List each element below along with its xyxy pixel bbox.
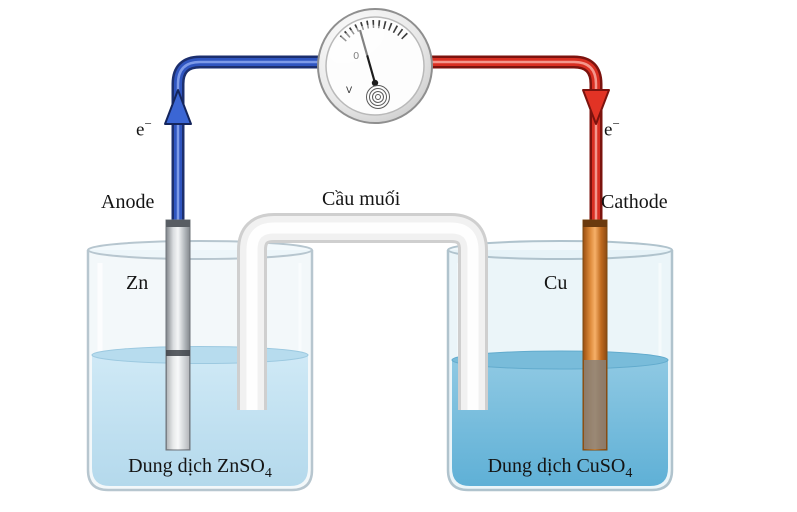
cathode-label: Cathode xyxy=(601,191,668,213)
electron-base-right: e xyxy=(604,119,613,141)
salt-bridge-label: Cầu muối xyxy=(322,188,401,210)
electron-flow-down-arrow xyxy=(582,89,610,125)
anode-wire xyxy=(171,55,332,240)
electron-label-right: e− xyxy=(604,116,620,141)
electron-label-left: e− xyxy=(136,116,152,141)
zinc-metal-label: Zn xyxy=(126,272,149,294)
galvanometer-unit-label: V xyxy=(346,86,353,96)
galvanometer: 0 V xyxy=(317,8,433,124)
cathode-wire xyxy=(422,55,603,240)
galvanometer-coil-icon xyxy=(366,85,390,109)
solution-label-left: Dung dịch ZnSO4 xyxy=(88,455,312,482)
solution-right-subscript: 4 xyxy=(625,466,633,481)
galvanometer-pivot xyxy=(371,79,379,87)
cuso4-solution xyxy=(451,350,669,486)
galvanometer-needle xyxy=(358,29,377,84)
solution-left-subscript: 4 xyxy=(264,466,272,481)
electron-flow-up-arrow xyxy=(164,89,192,125)
solution-right-text: Dung dịch CuSO xyxy=(487,455,626,477)
zinc-electrode xyxy=(165,219,191,451)
galvanometer-dial xyxy=(325,16,425,116)
electron-sup-left: − xyxy=(144,116,152,131)
galvanometer-glass-glare xyxy=(329,24,385,64)
anode-label: Anode xyxy=(101,191,155,213)
galvanometer-zero-label: 0 xyxy=(353,51,359,62)
copper-electrode xyxy=(582,219,608,451)
solution-label-right: Dung dịch CuSO4 xyxy=(448,455,672,482)
electron-sup-right: − xyxy=(612,116,620,131)
electron-base-left: e xyxy=(136,119,145,141)
solution-left-text: Dung dịch ZnSO xyxy=(128,455,265,477)
salt-bridge xyxy=(237,213,488,410)
copper-metal-label: Cu xyxy=(544,272,568,294)
